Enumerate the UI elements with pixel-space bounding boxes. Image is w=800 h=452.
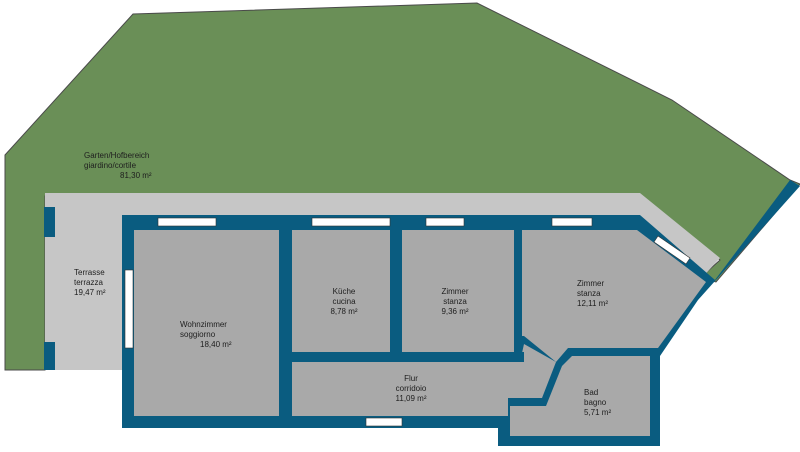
- bath-label: Bad bagno 5,71 m²: [584, 388, 612, 417]
- room1-label: Zimmer stanza 9,36 m²: [441, 287, 469, 316]
- room1-floor: [402, 230, 514, 352]
- room2-label: Zimmer stanza 12,11 m²: [577, 279, 608, 308]
- terrace-wall-bottom: [44, 342, 55, 370]
- kitchen-floor: [292, 230, 390, 352]
- garden-label: Garten/Hofbereich giardino/cortile 81,30…: [84, 151, 152, 180]
- wall-room1-room2: [514, 230, 522, 336]
- hallway-label: Flur corridoio 11,09 m²: [395, 374, 427, 403]
- window-kitchen: [311, 217, 391, 227]
- window-room2: [551, 217, 593, 227]
- wall-living-kitchen: [279, 230, 292, 416]
- terrace-label: Terrasse terrazza 19,47 m²: [74, 268, 106, 297]
- wall-kitchen-room1: [390, 230, 402, 352]
- door-entrance: [365, 417, 403, 427]
- living-room-label: Wohnzimmer soggiorno 18,40 m²: [180, 320, 232, 349]
- living-room-floor: [134, 230, 279, 416]
- window-living: [157, 217, 217, 227]
- window-living-side: [124, 269, 134, 349]
- room2-floor: [522, 230, 706, 362]
- kitchen-label: Küche cucina 8,78 m²: [330, 287, 358, 316]
- window-room2-diagonal: [653, 235, 691, 265]
- wall-hall-top: [290, 352, 524, 362]
- terrace-area: [45, 193, 720, 370]
- window-room1: [425, 217, 465, 227]
- terrace-wall-top: [44, 207, 55, 237]
- bath-floor: [510, 356, 650, 436]
